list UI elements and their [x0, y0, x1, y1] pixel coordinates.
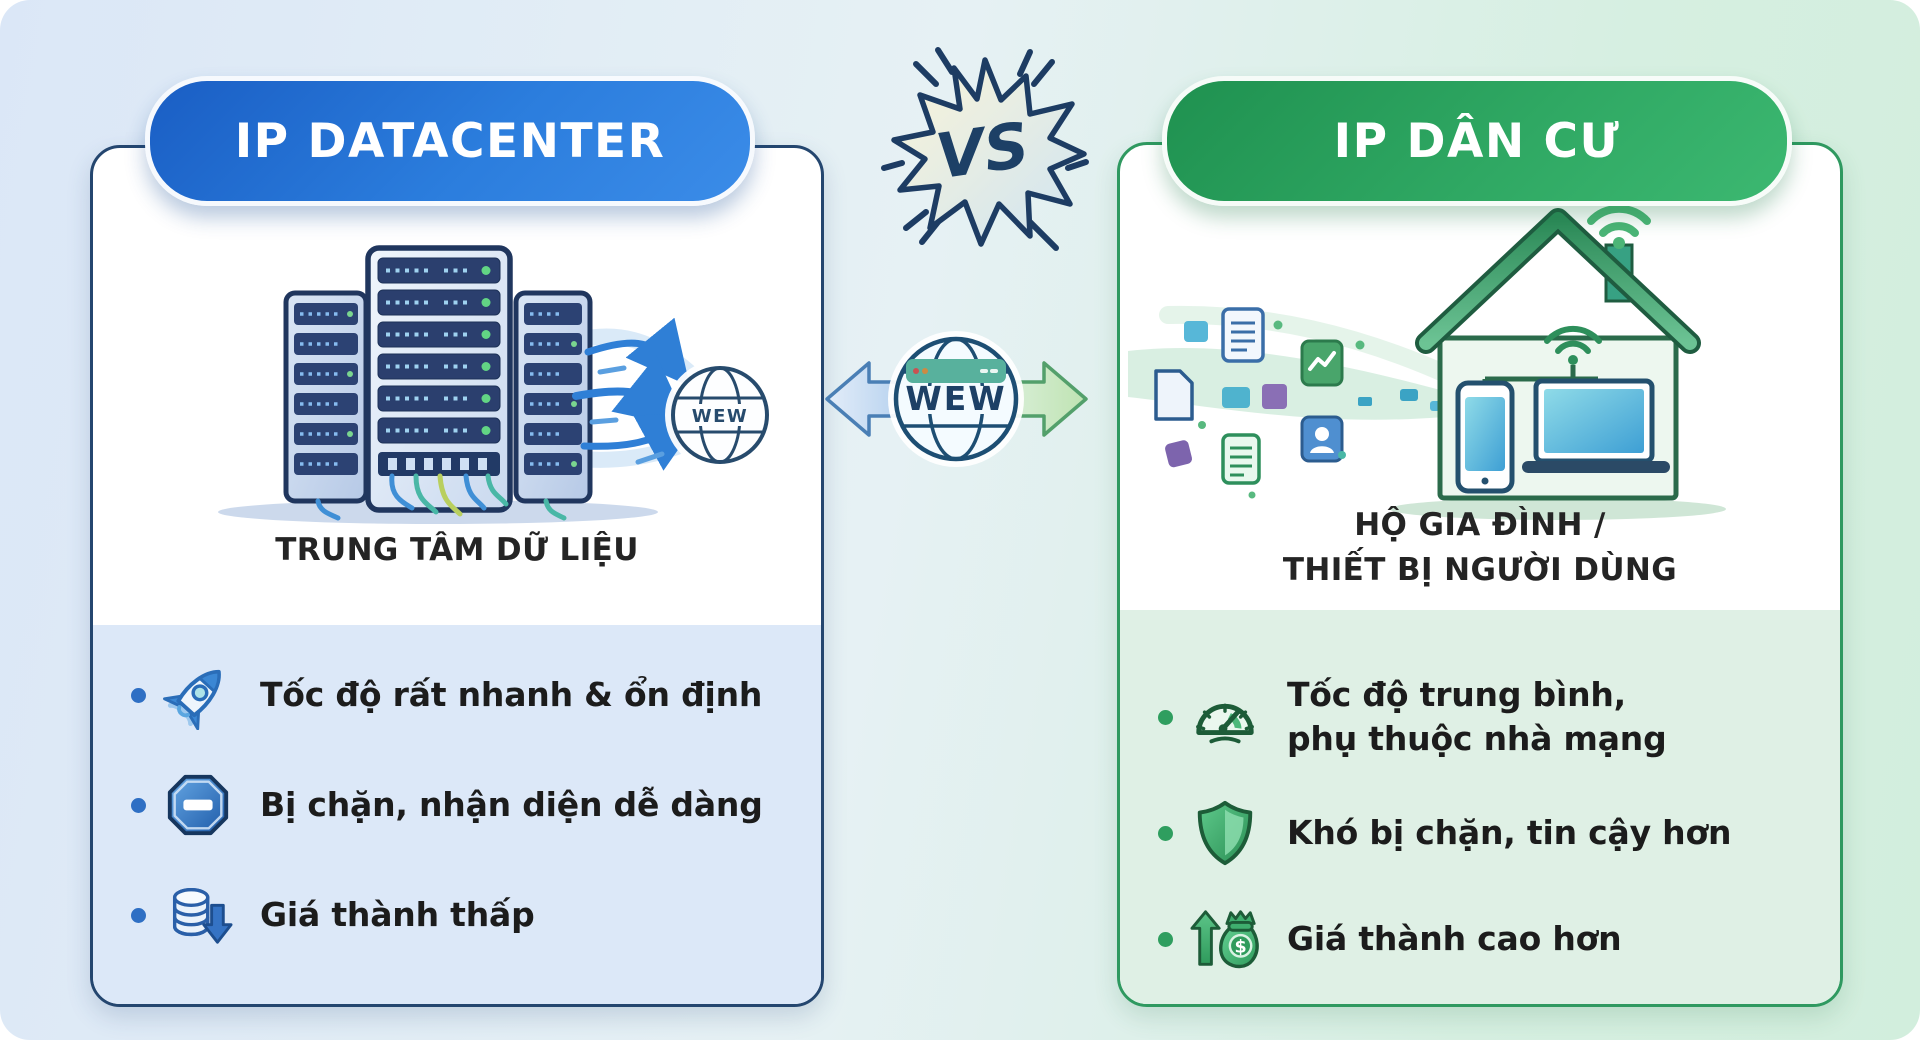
indoor-wifi-icon [1544, 325, 1602, 365]
bullet-dot [131, 907, 146, 923]
server-rack-left [283, 290, 369, 504]
bullet-average-speed: Tốc độ trung bình, phụ thuộc nhà mạng [1158, 665, 1818, 769]
datacenter-title-pill: IP DATACENTER [145, 76, 755, 206]
bullet-dot [1158, 709, 1173, 725]
rocket-icon [162, 659, 234, 731]
bullet-text: Tốc độ rất nhanh & ổn định [260, 675, 763, 714]
residential-title-pill: IP DÂN CƯ [1162, 76, 1792, 206]
internet-globe-small: WEW [665, 360, 775, 470]
speed-arrows [572, 317, 704, 471]
bullet-low-cost: Giá thành thấp [131, 873, 799, 957]
bullet-dot [1158, 931, 1173, 947]
starburst-shape [891, 57, 1087, 247]
residential-card: HỘ GIA ĐÌNH / THIẾT BỊ NGƯỜI DÙNG [1117, 142, 1843, 1007]
bullet-text: Giá thành cao hơn [1287, 919, 1622, 958]
bullet-dot [1158, 825, 1173, 841]
database-down-arrow-icon [162, 879, 234, 951]
data-stream-icons [1154, 307, 1444, 499]
server-rack-center [365, 245, 513, 513]
bullet-higher-cost: $ Giá thành cao hơn [1158, 897, 1818, 981]
datacenter-card: WEW TRUNG TÂM DỮ LIỆU [90, 145, 824, 1007]
residential-house-illustration [1128, 204, 1726, 520]
bullet-dot [131, 687, 146, 703]
bullet-text-line2: phụ thuộc nhà mạng [1287, 719, 1667, 758]
datacenter-caption: TRUNG TÂM DỮ LIỆU [275, 532, 639, 568]
bullet-text: Khó bị chặn, tin cậy hơn [1287, 813, 1732, 852]
small-globe-label: WEW [692, 406, 749, 427]
server-cables [315, 473, 567, 521]
block-sign-icon [162, 769, 234, 841]
datacenter-title: IP DATACENTER [234, 113, 666, 169]
residential-bullet-list: Tốc độ trung bình, phụ thuộc nhà mạng Kh… [1158, 665, 1818, 981]
residential-caption: HỘ GIA ĐÌNH / THIẾT BỊ NGƯỜI DÙNG [1120, 503, 1840, 593]
center-globe-label: WEW [905, 379, 1006, 418]
datacenter-servers-illustration: WEW [218, 245, 775, 524]
bullet-text-line1: Tốc độ trung bình, [1287, 675, 1627, 714]
bullet-text: Bị chặn, nhận diện dễ dàng [260, 785, 763, 824]
datacenter-bullet-list: Tốc độ rất nhanh & ổn định Bị chặn, nhận… [131, 653, 799, 957]
house [1390, 204, 1726, 520]
vs-label: VS [932, 108, 1034, 193]
shield-icon [1189, 797, 1261, 869]
laptop [1522, 378, 1670, 473]
bullet-text: Giá thành thấp [260, 895, 535, 934]
residential-caption-line2: THIẾT BỊ NGƯỜI DÙNG [1282, 552, 1678, 588]
speedometer-icon [1189, 681, 1261, 753]
residential-caption-line1: HỘ GIA ĐÌNH / [1354, 507, 1606, 543]
bullet-text: Tốc độ trung bình, phụ thuộc nhà mạng [1287, 673, 1667, 761]
internet-globe-center: WEW [888, 331, 1024, 467]
vs-starburst-badge: VS [881, 47, 1089, 251]
center-globe-arrows: WEW [825, 331, 1088, 467]
dollar-sign: $ [1234, 938, 1246, 958]
residential-title: IP DÂN CƯ [1333, 113, 1621, 169]
bullet-easily-blocked: Bị chặn, nhận diện dễ dàng [131, 763, 799, 847]
money-bag-up-icon: $ [1189, 903, 1261, 975]
bullet-hard-to-block: Khó bị chặn, tin cậy hơn [1158, 791, 1818, 875]
vs-speed-lines [881, 47, 1089, 251]
bullet-dot [131, 797, 146, 813]
bullet-fast-speed: Tốc độ rất nhanh & ổn định [131, 653, 799, 737]
wifi-antenna-icon [1587, 204, 1651, 249]
phone [1455, 380, 1515, 494]
